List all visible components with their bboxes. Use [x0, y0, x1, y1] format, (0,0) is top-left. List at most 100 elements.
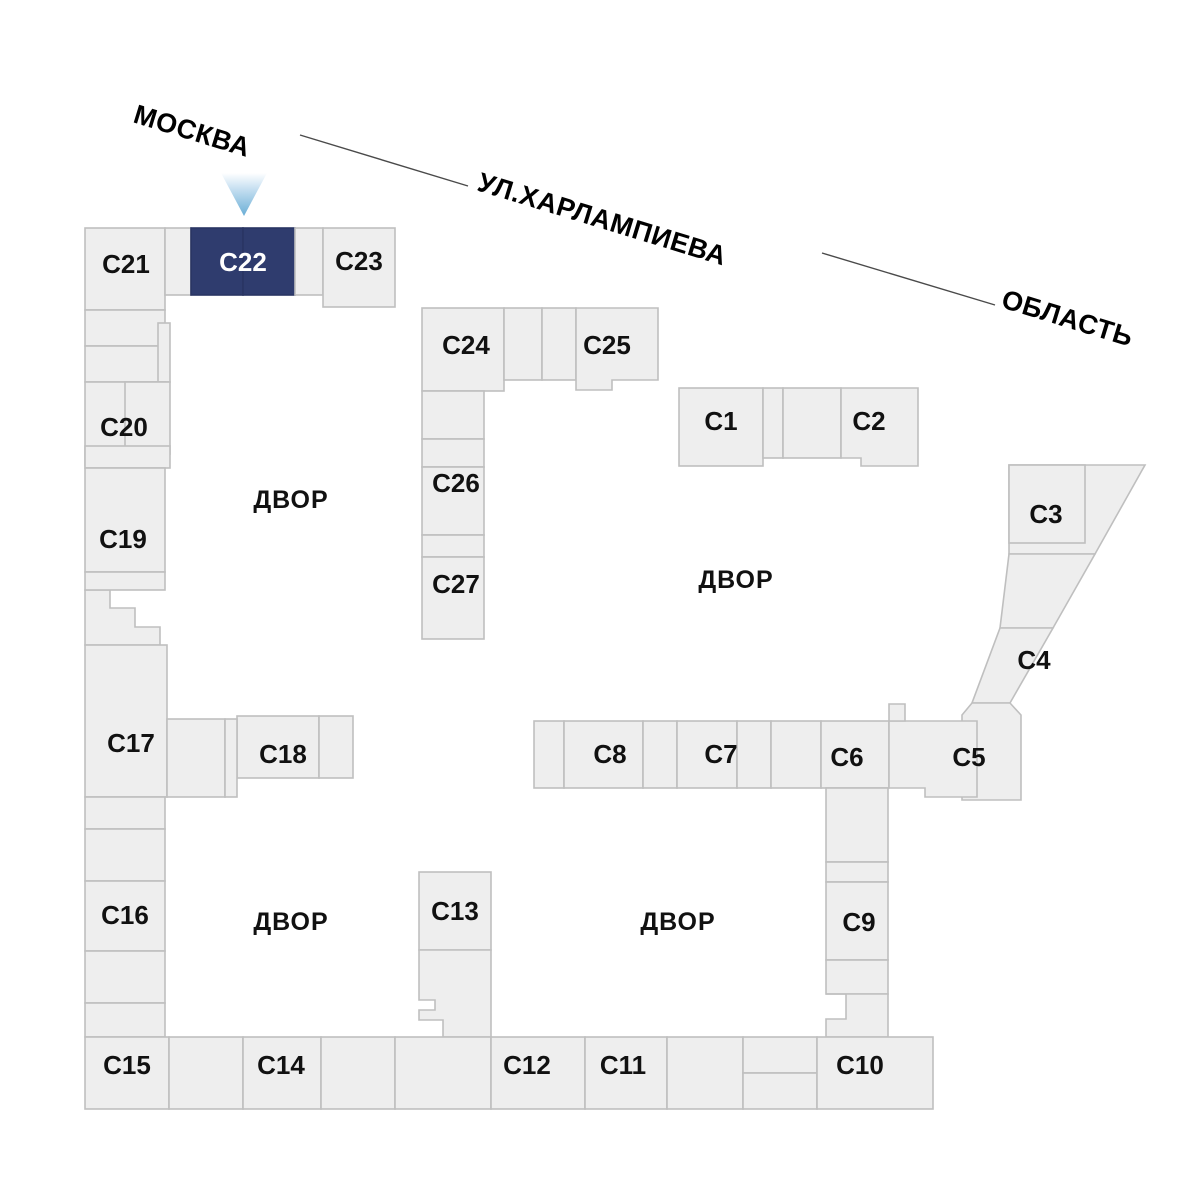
block-shape-sw-b2[interactable]: [320, 1036, 396, 1110]
block-label-C6: С6: [830, 742, 863, 772]
block-shape-stair[interactable]: [84, 589, 161, 646]
block-shape-sw-s1[interactable]: [84, 796, 166, 830]
block-shape-C18[interactable]: [236, 715, 320, 779]
wing-middle-row: [533, 703, 978, 798]
block-shape-C5[interactable]: [888, 720, 978, 798]
block-label-C14: С14: [257, 1050, 305, 1080]
block-shape-C11[interactable]: [584, 1036, 668, 1110]
block-shape-nw-s1[interactable]: [84, 309, 166, 347]
block-label-C22: С22: [219, 247, 267, 277]
street-label-oblast: ОБЛАСТЬ: [998, 284, 1137, 352]
block-shape-C7[interactable]: [676, 720, 738, 789]
block-shape-east-mid[interactable]: [999, 553, 1097, 629]
block-shape-c24-r1[interactable]: [503, 307, 543, 381]
block-label-C24: С24: [442, 330, 490, 360]
block-label-C3: С3: [1029, 499, 1062, 529]
block-shape-C17[interactable]: [84, 644, 168, 798]
block-shape-C14[interactable]: [242, 1036, 322, 1110]
block-shape-C22-left[interactable]: [190, 227, 244, 296]
wing-c9-column: [825, 787, 889, 1038]
block-label-C9: С9: [842, 907, 875, 937]
block-shape-C20-inner[interactable]: [124, 381, 171, 455]
block-shape-c6-left[interactable]: [770, 720, 822, 789]
block-shape-sw-b1[interactable]: [168, 1036, 244, 1110]
block-shape-C19[interactable]: [84, 467, 166, 573]
block-shape-C18-left[interactable]: [224, 718, 238, 798]
block-shape-c24-r2[interactable]: [541, 307, 577, 381]
block-shape-C6[interactable]: [820, 720, 890, 789]
block-label-C18: С18: [259, 739, 307, 769]
block-label-C26: С26: [432, 468, 480, 498]
block-shape-nw-s4[interactable]: [84, 571, 166, 591]
block-shape-bt-1[interactable]: [742, 1036, 818, 1074]
block-labels: С1 С2 С3 С4 С5 С6 С7 С8 С9 С10 С11 С12 С…: [99, 246, 1062, 1080]
block-shape-C8[interactable]: [563, 720, 644, 789]
block-shape-C17-right[interactable]: [166, 718, 226, 798]
block-shape-C2[interactable]: [840, 387, 919, 467]
block-label-C11: С11: [600, 1050, 646, 1080]
block-label-C19: С19: [99, 524, 147, 554]
block-shape-C1[interactable]: [678, 387, 764, 467]
block-label-C12: С12: [503, 1050, 551, 1080]
block-label-C15: С15: [103, 1050, 151, 1080]
block-shape-nw-s3[interactable]: [157, 322, 171, 383]
block-shape-c9-foot[interactable]: [825, 993, 889, 1038]
wing-c13-column: [418, 871, 492, 1038]
block-shape-c7-left[interactable]: [642, 720, 678, 789]
location-marker[interactable]: [221, 173, 267, 216]
block-shape-C15[interactable]: [84, 1036, 170, 1110]
block-label-C2: С2: [852, 406, 885, 436]
block-label-C8: С8: [593, 739, 626, 769]
block-label-C10: С10: [836, 1050, 884, 1080]
block-shape-c11-right[interactable]: [666, 1036, 744, 1110]
block-label-C7: С7: [704, 739, 737, 769]
street-line-moskva: [299, 134, 469, 187]
block-shape-sw-s3[interactable]: [84, 950, 166, 1004]
block-shape-C10[interactable]: [816, 1036, 934, 1110]
yard-label-sw: ДВОР: [253, 908, 328, 936]
street-callouts: [299, 134, 996, 306]
block-shape-c5-notch[interactable]: [888, 703, 906, 722]
block-shape-C25[interactable]: [575, 307, 659, 391]
street-label-harlampieva: УЛ.ХАРЛАМПИЕВА: [474, 167, 730, 271]
wing-northwest: [84, 227, 396, 798]
block-shape-C3[interactable]: [1008, 464, 1086, 544]
block-shape-c8-left[interactable]: [533, 720, 565, 789]
block-shape-filler-n1[interactable]: [164, 227, 192, 296]
block-label-C25: С25: [583, 330, 631, 360]
block-shape-c26-mid[interactable]: [421, 438, 485, 468]
wing-northeast-top: [678, 387, 919, 467]
block-shape-bt-2[interactable]: [742, 1072, 818, 1110]
block-shape-c7-right[interactable]: [736, 720, 772, 789]
block-shape-c1-r2[interactable]: [782, 387, 842, 459]
block-shape-C18-right[interactable]: [318, 715, 354, 779]
block-shape-sw-s4[interactable]: [84, 1002, 166, 1038]
block-shape-c9-top[interactable]: [825, 787, 889, 863]
block-shape-C20-foot[interactable]: [84, 445, 171, 469]
block-shape-C16[interactable]: [84, 880, 166, 952]
block-label-C20: С20: [100, 412, 148, 442]
wing-central-north: [421, 307, 659, 640]
block-label-C17: С17: [107, 728, 155, 758]
block-shape-c13-foot[interactable]: [418, 949, 492, 1038]
block-shape-sw-s2[interactable]: [84, 828, 166, 882]
location-marker-triangle[interactable]: [221, 173, 267, 216]
block-shape-c12-left[interactable]: [394, 1036, 492, 1110]
block-shape-C23[interactable]: [322, 227, 396, 308]
block-shape-c9-gap1[interactable]: [825, 861, 889, 883]
block-label-C23: С23: [335, 246, 383, 276]
block-shape-C24[interactable]: [421, 307, 505, 392]
yard-label-se: ДВОР: [640, 908, 715, 936]
block-shape-C27[interactable]: [421, 556, 485, 640]
block-shape-C9[interactable]: [825, 881, 889, 961]
block-shape-C21[interactable]: [84, 227, 166, 311]
block-shape-c9-gap2[interactable]: [825, 959, 889, 995]
block-shape-filler-n2[interactable]: [294, 227, 324, 296]
street-label-moskva: МОСКВА: [130, 99, 254, 163]
block-shape-c1-r1[interactable]: [762, 387, 784, 459]
wing-bottom-row: [394, 1036, 934, 1110]
block-shape-nw-s2[interactable]: [84, 345, 166, 383]
block-shape-c27-gap[interactable]: [421, 534, 485, 558]
block-shape-c26-top[interactable]: [421, 390, 485, 440]
